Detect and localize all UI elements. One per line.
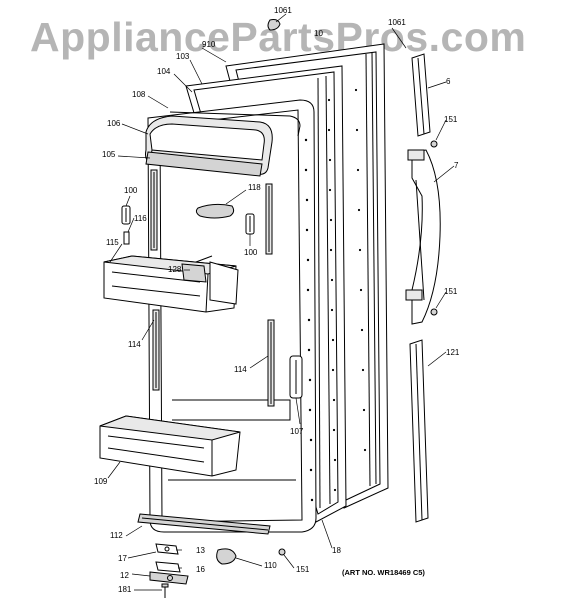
- leader-lines: [107, 13, 455, 591]
- dairy-compartment: [145, 111, 301, 177]
- clip-100-right: [245, 213, 255, 235]
- gasket-rivets: [327, 88, 367, 492]
- handle-cap-bottom-121: [409, 339, 429, 523]
- shelf-rail-left: [150, 169, 160, 391]
- callout-181: 181: [118, 585, 132, 594]
- callout-12: 12: [120, 571, 129, 580]
- clip-116: [123, 231, 130, 245]
- handle-118: [195, 203, 235, 219]
- clip-100-left: [121, 205, 131, 225]
- screw-151-bottom: [278, 548, 286, 556]
- callout-16: 16: [196, 565, 205, 574]
- callout-100-right: 100: [244, 248, 258, 257]
- art-number-label: (ART NO. WR18469 C5): [342, 568, 425, 577]
- door-liner: [147, 99, 317, 533]
- callout-112: 112: [110, 531, 123, 540]
- bin-divider-128: [181, 255, 213, 283]
- callout-6: 6: [446, 77, 451, 86]
- shelf-rail-right: [265, 183, 275, 407]
- callout-151-mid: 151: [444, 287, 458, 296]
- top-plug-1061: [267, 19, 281, 31]
- callout-100-left: 100: [124, 186, 138, 195]
- callout-103: 103: [176, 52, 190, 61]
- callout-10x: 10: [314, 29, 323, 38]
- callout-104: 104: [157, 67, 171, 76]
- callout-910: 910: [202, 40, 216, 49]
- callout-151-bottom: 151: [296, 565, 310, 574]
- cap-110: [216, 548, 237, 565]
- callout-114-left: 114: [128, 340, 141, 349]
- screw-151-top: [430, 140, 438, 148]
- callout-105: 105: [102, 150, 116, 159]
- bottom-trim-112: [137, 513, 271, 535]
- callout-17: 17: [118, 554, 127, 563]
- door-bin-109: [99, 415, 241, 477]
- hinge-part-13: [155, 543, 179, 555]
- callout-107: 107: [290, 427, 304, 436]
- callout-114-right: 114: [234, 365, 247, 374]
- callout-1061-top: 1061: [274, 6, 292, 15]
- callout-115: 115: [106, 238, 119, 247]
- hinge-part-12: [149, 571, 189, 585]
- callout-1061-right: 1061: [388, 18, 406, 27]
- callout-108: 108: [132, 90, 146, 99]
- callout-151-top: 151: [444, 115, 458, 124]
- callout-116: 116: [134, 214, 147, 223]
- latch-107: [289, 355, 303, 399]
- screw-181: [161, 583, 169, 598]
- callout-18: 18: [332, 546, 341, 555]
- callout-labels: 1061 1061 10 910 103 104 108 106 105 100…: [94, 6, 460, 594]
- callout-118: 118: [248, 183, 261, 192]
- callout-7: 7: [454, 161, 459, 170]
- liner-rivets: [304, 138, 314, 502]
- door-handle-7: [405, 149, 441, 325]
- handle-cap-top-6: [411, 53, 431, 137]
- callout-128: 128: [168, 265, 182, 274]
- hinge-part-16: [155, 561, 181, 573]
- callout-110: 110: [264, 561, 277, 570]
- callout-13: 13: [196, 546, 205, 555]
- callout-121: 121: [446, 348, 460, 357]
- screw-151-mid: [430, 308, 438, 316]
- callout-106: 106: [107, 119, 121, 128]
- callout-109: 109: [94, 477, 108, 486]
